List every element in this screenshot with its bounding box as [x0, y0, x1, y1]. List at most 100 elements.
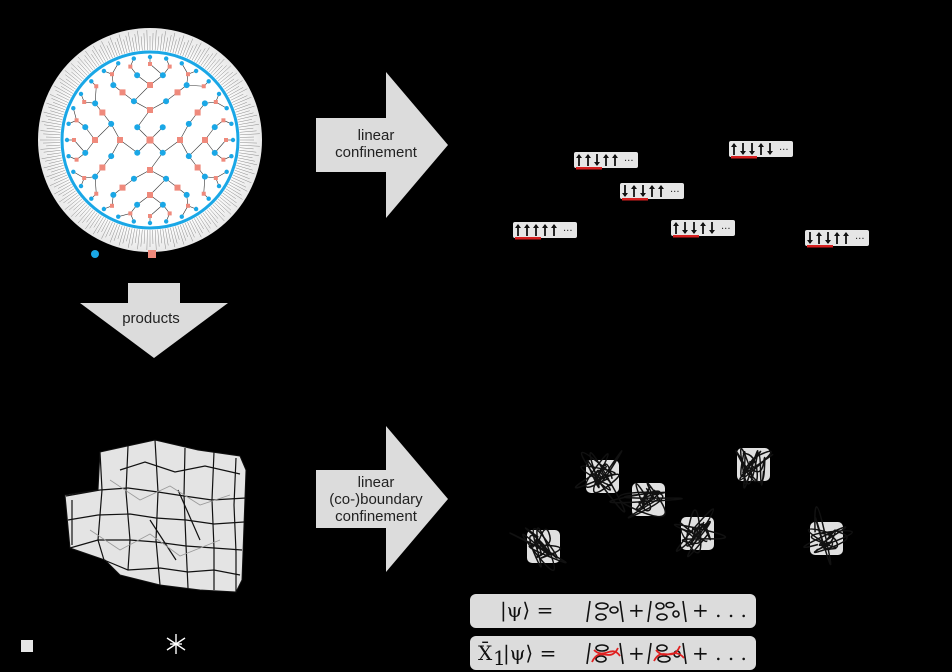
rim-tick	[210, 206, 225, 222]
eq2-loop-glyph-b	[647, 642, 687, 665]
rim-tick	[229, 181, 248, 192]
rim-tick	[70, 63, 86, 78]
rim-tick	[93, 215, 102, 228]
check-node	[94, 191, 99, 196]
rim-tick	[180, 41, 186, 56]
qubit-node	[108, 153, 115, 160]
qubit-node	[230, 137, 236, 143]
qubit-node	[64, 137, 70, 143]
rim-tick	[131, 228, 135, 246]
rim-tick	[43, 150, 61, 153]
rim-tick	[165, 37, 168, 52]
rim-tick	[239, 130, 257, 133]
rim-tick	[63, 192, 78, 204]
qubit-node	[193, 206, 199, 212]
rim-tick	[230, 179, 247, 188]
rim-tick	[125, 35, 130, 53]
check-node	[92, 137, 98, 143]
qubit-node	[185, 153, 192, 160]
eq1-tail: + . . .	[692, 598, 747, 622]
spin-chip: ···	[574, 152, 638, 170]
rim-tick	[40, 147, 61, 150]
rim-tick	[106, 45, 113, 59]
rim-tick	[229, 88, 248, 99]
rim-tick	[54, 85, 72, 96]
rim-tick	[194, 218, 203, 234]
loop-tile-group	[509, 447, 853, 572]
rim-tick	[237, 160, 258, 166]
rim-tick	[202, 212, 212, 225]
rim-tick	[187, 221, 195, 238]
rim-tick	[157, 229, 160, 247]
rim-tick	[162, 229, 166, 249]
rim-tick	[116, 38, 123, 55]
loop-curve	[675, 508, 715, 558]
rim-tick	[73, 200, 84, 211]
check-node	[221, 157, 226, 162]
loop-curve	[803, 526, 853, 551]
check-node	[194, 109, 201, 116]
arrow-boundary-confinement: linear (co-)boundary confinement	[316, 426, 448, 572]
spin-arrow-head	[731, 143, 737, 147]
check-node	[128, 211, 133, 216]
qubit-node	[224, 106, 229, 111]
rim-tick	[68, 198, 83, 211]
spin-arrow-head	[649, 185, 655, 189]
qubit-node	[229, 121, 234, 127]
rim-tick	[208, 207, 219, 219]
rim-tick	[109, 222, 116, 236]
qubit-node	[82, 149, 89, 156]
rim-tick	[222, 78, 235, 88]
spin-arrow-head	[740, 151, 746, 155]
disk-nodes	[64, 54, 236, 226]
spin-arrow-head	[834, 232, 840, 236]
spin-red-bar	[807, 245, 833, 248]
rim-tick	[170, 227, 176, 248]
loop-curve	[735, 449, 766, 483]
qubit-legend-marker	[91, 250, 99, 258]
rim-tick	[58, 186, 74, 196]
rim-tick	[59, 190, 76, 203]
rim-tick	[48, 160, 63, 164]
rim-tick	[101, 219, 109, 233]
check-node	[74, 118, 79, 123]
check-node	[186, 72, 190, 77]
spin-ellipsis: ···	[855, 234, 865, 245]
rim-tick	[123, 39, 128, 54]
qubit-node	[134, 124, 141, 131]
rim-tick	[54, 184, 72, 195]
rim-tick	[137, 229, 140, 250]
rim-tick	[214, 65, 227, 78]
rim-tick	[184, 38, 194, 58]
rim-tick	[233, 172, 250, 180]
rim-tick	[134, 229, 138, 243]
check-node	[110, 72, 114, 77]
eq1-loop-glyph-a	[586, 600, 624, 623]
spin-arrow-head	[749, 151, 755, 155]
hyperbolic-code-disk	[38, 28, 262, 252]
check-node	[147, 167, 153, 173]
spin-arrow-head	[576, 154, 582, 158]
rim-tick	[51, 167, 65, 173]
rim-tick	[105, 221, 113, 238]
qubit-node	[193, 68, 199, 74]
rim-tick	[194, 49, 202, 62]
rim-tick	[202, 53, 214, 68]
rim-tick	[187, 45, 194, 59]
qubit-node	[159, 149, 166, 156]
rim-tick	[56, 93, 70, 101]
spin-ellipsis: ···	[779, 145, 789, 156]
rim-tick	[143, 229, 146, 244]
rim-tick	[238, 157, 255, 162]
rim-tick	[226, 186, 242, 196]
qubit-node	[108, 120, 115, 127]
spin-ellipsis: ···	[670, 187, 680, 198]
eq1-lhs: |ψ⟩ =	[500, 598, 553, 623]
spin-arrow-head	[700, 222, 706, 226]
rim-tick	[98, 49, 106, 62]
rim-tick	[182, 223, 188, 238]
rim-tick	[219, 196, 231, 207]
qubit-node	[130, 98, 137, 105]
check-node	[147, 82, 153, 88]
rim-tick	[117, 225, 123, 239]
